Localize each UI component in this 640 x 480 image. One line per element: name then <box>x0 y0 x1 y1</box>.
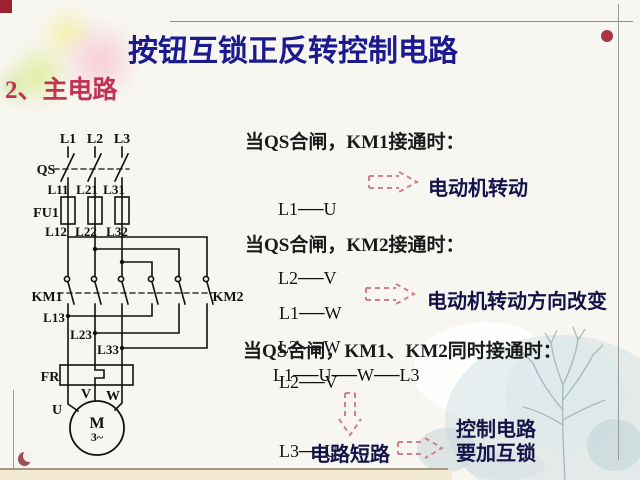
top-border-line <box>170 21 633 22</box>
section2-map-3: L3──U <box>279 441 338 461</box>
section2-heading: 当QS合闸，KM2接通时： <box>245 235 465 256</box>
section1-map-1: L1──U <box>278 199 337 219</box>
label-l31: L31 <box>103 182 125 197</box>
incoming-lines <box>67 146 123 158</box>
label-l32: L32 <box>106 224 128 239</box>
dashed-arrow-down-icon <box>338 392 362 437</box>
label-fr: FR <box>41 370 61 385</box>
label-motor-phases: 3~ <box>91 430 104 444</box>
label-l22: L22 <box>75 224 97 239</box>
section3-result-line2: 要加互锁 <box>456 443 536 465</box>
label-l1: L1 <box>60 132 76 147</box>
label-qs: QS <box>37 163 56 178</box>
section1-heading: 当QS合闸，KM1接通时： <box>245 132 465 153</box>
label-l2: L2 <box>87 132 103 147</box>
main-circuit-diagram: L1 L2 L3 QS L11 L21 L31 FU1 L12 L22 L32 … <box>31 132 244 456</box>
bottom-border-line <box>0 468 448 470</box>
section-title: 2、主电路 <box>5 77 118 104</box>
label-km2: KM2 <box>212 290 243 305</box>
label-v: V <box>81 387 91 402</box>
qs-switch <box>53 152 130 183</box>
km2-contacts <box>147 275 214 305</box>
section2-map-1: L1──W <box>279 303 342 323</box>
bottom-left-border-line <box>13 390 14 480</box>
top-red-dot <box>601 30 613 42</box>
label-l33: L33 <box>97 342 119 357</box>
motor-symbol <box>69 400 125 456</box>
bottom-cream-band <box>0 470 452 480</box>
label-l11: L11 <box>48 182 69 197</box>
label-u: U <box>52 403 62 418</box>
decor-blob-leaf <box>0 70 34 104</box>
fuse-fu1 <box>60 196 130 225</box>
right-border-line <box>618 4 619 460</box>
km2-feed-branches <box>67 236 208 277</box>
page-title: 按钮互锁正反转控制电路 <box>128 35 458 68</box>
label-km1: KM1 <box>31 290 62 305</box>
thermal-relay-fr <box>59 364 134 386</box>
label-l13: L13 <box>43 310 65 325</box>
label-motor-m: M <box>89 415 104 432</box>
corner-red-square <box>0 0 12 13</box>
section3-result-line1: 控制电路 <box>456 419 536 441</box>
dashed-arrow-right-icon <box>397 437 444 459</box>
section3-map: L1──U──W──L3 <box>273 365 420 385</box>
section2-result: 电动机转动方向改变 <box>427 291 607 313</box>
dashed-arrow-right-icon <box>365 283 417 305</box>
section2-map-2: L2──V <box>279 372 338 392</box>
section3-heading: 当QS合闸，KM1、KM2同时接通时： <box>243 341 562 362</box>
section1-result: 电动机转动 <box>428 178 528 200</box>
label-w: W <box>106 389 120 404</box>
junction-dots <box>65 246 125 351</box>
section1-map-3: L3──W <box>278 337 341 357</box>
km1-contacts <box>63 275 129 305</box>
label-l3: L3 <box>114 132 130 147</box>
decor-blob-pink <box>62 18 138 102</box>
bottom-red-crescent <box>18 450 35 466</box>
label-l23: L23 <box>70 327 92 342</box>
section1-map-2: L2──V <box>278 268 337 288</box>
label-l21: L21 <box>76 182 98 197</box>
label-l12: L12 <box>45 224 67 239</box>
label-fu1: FU1 <box>33 206 59 221</box>
dashed-arrow-right-icon <box>368 171 420 193</box>
section3-result-short: 电路短路 <box>310 444 390 466</box>
tree-watermark <box>415 322 640 480</box>
